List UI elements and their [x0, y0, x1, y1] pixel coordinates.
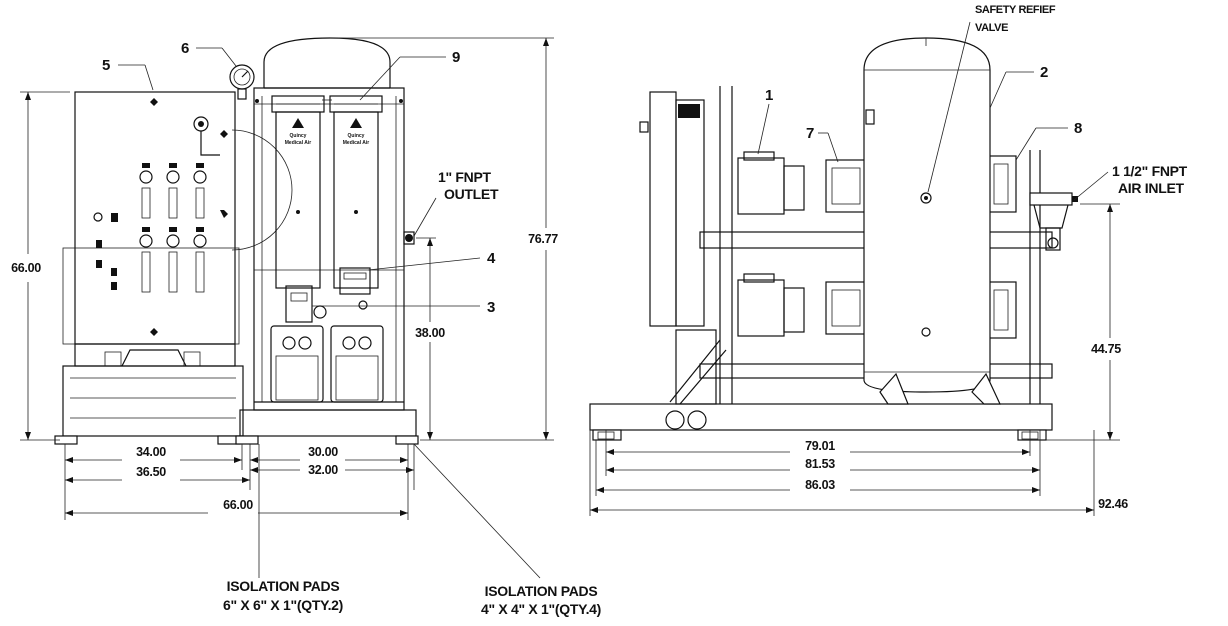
dim-34: 34.00 [136, 445, 166, 459]
callout-4: 4 [487, 250, 496, 267]
callout-9: 9 [452, 49, 460, 66]
pads-a-line1: ISOLATION PADS [227, 578, 340, 594]
indicator-lights [93, 163, 207, 293]
relief-label-line1: SAFETY REFIEF [975, 4, 1056, 16]
outlet-fitting [403, 231, 415, 245]
front-dimensions: 66.00 76.77 38.00 34.00 36.50 [11, 37, 559, 520]
filter-product-right: Medical Air [343, 140, 370, 146]
dim-inlet-44-75: 44.75 [1091, 342, 1121, 356]
dim-66-width: 66.00 [223, 498, 253, 512]
callout-6: 6 [181, 40, 189, 57]
dim-92-46: 92.46 [1098, 497, 1128, 511]
dim-outlet-38: 38.00 [415, 326, 445, 340]
dim-height-76: 76.77 [528, 232, 558, 246]
outlet-label-line2: OUTLET [444, 186, 499, 202]
callout-8: 8 [1074, 120, 1082, 137]
air-inlet-filter [1029, 192, 1078, 251]
inlet-label-line1: 1 1/2" FNPT [1112, 163, 1188, 179]
side-control-panel [639, 91, 727, 430]
callout-2: 2 [1040, 64, 1048, 81]
dryer-frame [235, 37, 419, 445]
dim-79-01: 79.01 [805, 439, 835, 453]
compressor-enclosures [270, 325, 384, 403]
filter-brand-left: Quincy [290, 133, 307, 139]
side-callouts: 1 7 2 8 SAFETY REFIEF VALVE 1 1/2" FNPT … [757, 4, 1188, 201]
dim-30: 30.00 [308, 445, 338, 459]
side-dimensions: 44.75 79.01 81.53 86.03 92.46 [589, 203, 1129, 516]
filter-product-left: Medical Air [285, 140, 312, 146]
pressure-gauge [229, 64, 255, 100]
callout-3: 3 [487, 299, 495, 316]
side-view [589, 37, 1078, 441]
dim-36-50: 36.50 [136, 465, 166, 479]
inlet-label-line2: AIR INLET [1118, 180, 1184, 196]
front-view: Quincy Medical Air Quincy Medical Air [54, 37, 419, 445]
control-cabinet [54, 91, 293, 445]
pads-b-line2: 4" X 4" X 1"(QTY.4) [481, 601, 601, 617]
pads-b-line1: ISOLATION PADS [485, 583, 598, 599]
dim-81-53: 81.53 [805, 457, 835, 471]
pads-a-line2: 6" X 6" X 1"(QTY.2) [223, 597, 343, 613]
callout-5: 5 [102, 57, 110, 74]
dim-32: 32.00 [308, 463, 338, 477]
dim-86-03: 86.03 [805, 478, 835, 492]
receiver-tank [863, 37, 1001, 405]
relief-label-line2: VALVE [975, 22, 1008, 34]
outlet-label-line1: 1" FNPT [438, 169, 492, 185]
dim-height-66: 66.00 [11, 261, 41, 275]
front-callouts: 5 6 9 4 3 1" FNPT OUTLET [102, 40, 499, 316]
callout-1: 1 [765, 87, 773, 104]
isolation-pad-notes: ISOLATION PADS 6" X 6" X 1"(QTY.2) ISOLA… [223, 443, 601, 617]
filter-brand-right: Quincy [348, 133, 365, 139]
callout-7: 7 [806, 125, 814, 142]
filter-columns: Quincy Medical Air Quincy Medical Air [271, 95, 383, 323]
